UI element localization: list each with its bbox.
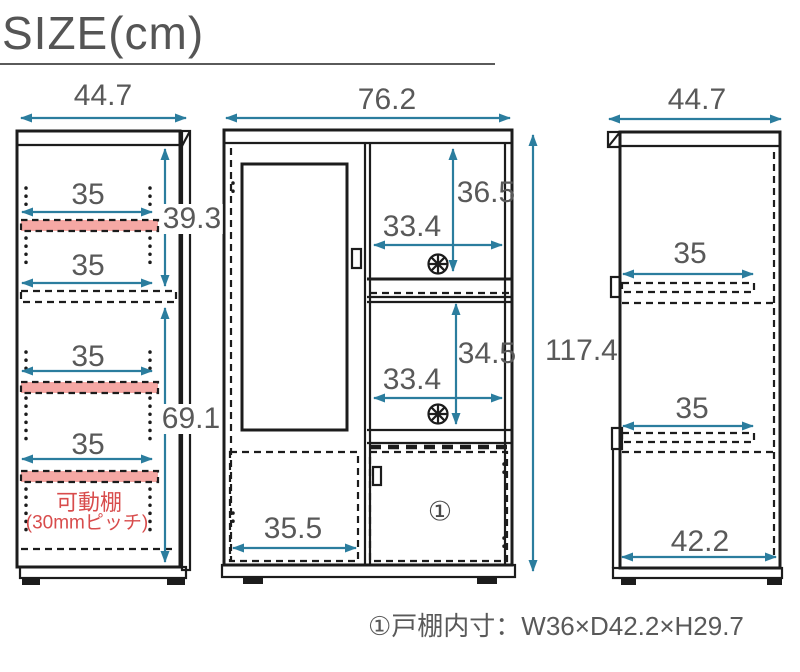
left-cabinet-side-view	[15, 113, 192, 585]
slide-shelf-2	[620, 431, 756, 444]
total-height-label: 117.4	[545, 334, 618, 367]
upper-compartment-width-label: 33.4	[382, 210, 442, 243]
movable-shelf-2	[19, 380, 160, 395]
lower-height-label: 69.1	[159, 402, 223, 435]
shelf-width-label-3: 35	[71, 340, 105, 373]
storage-door-interior	[368, 450, 509, 563]
shelf-pin-holes	[24, 186, 152, 534]
door-mark-circled-one: ①	[427, 496, 453, 527]
upper-handle	[609, 275, 622, 299]
door-handle	[350, 247, 363, 270]
right-view-dimension-arrows	[608, 114, 782, 562]
slide-shelf-width-label-1: 35	[673, 237, 707, 270]
fixed-shelf	[19, 289, 178, 304]
lower-compartment-width-label: 33.4	[382, 363, 442, 396]
footnote-inner-dimensions: ①戸棚内寸：W36×D42.2×H29.7	[368, 611, 744, 641]
movable-shelf-1	[19, 218, 160, 233]
shelf-width-label-4: 35	[71, 428, 105, 461]
center-cabinet-front-view	[220, 113, 538, 584]
front-width-label: 76.2	[357, 83, 417, 116]
lower-compartment-height-label: 34.5	[457, 337, 517, 370]
page-title: SIZE(cm)	[0, 6, 495, 65]
slide-shelf-width-label-2: 35	[675, 392, 709, 425]
movable-shelf-note-line1: 可動棚	[55, 490, 123, 515]
door-inner-width-label: 35.5	[263, 512, 323, 545]
glass-panel	[240, 162, 349, 432]
cord-hole-wheel-icon	[427, 403, 449, 425]
left-width-label: 44.7	[73, 79, 133, 112]
left-door-interior	[228, 450, 360, 563]
front-view-dimension-arrows	[225, 113, 538, 572]
cord-hole-wheel-icon	[427, 253, 449, 275]
upper-compartment-height-label: 36.5	[456, 176, 516, 209]
upper-height-label: 39.3	[160, 202, 224, 235]
bottom-depth-label: 42.2	[670, 525, 730, 558]
shelf-width-label-2: 35	[71, 249, 105, 282]
right-width-label: 44.7	[667, 83, 727, 116]
movable-shelf-note-line2: (30mmピッチ)	[25, 512, 149, 534]
storage-door-handle	[371, 465, 383, 487]
movable-shelf-3	[19, 469, 160, 484]
shelf-width-label-1: 35	[71, 178, 105, 211]
slide-shelf-1	[620, 281, 756, 294]
right-cabinet-side-view	[606, 114, 784, 585]
